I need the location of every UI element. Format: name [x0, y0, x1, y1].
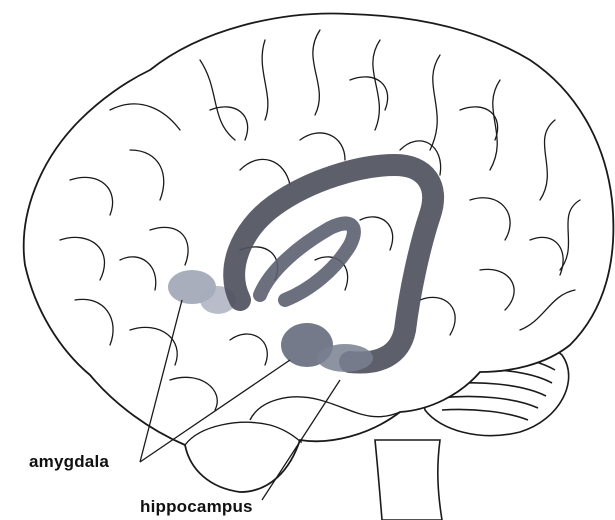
amygdala-label: amygdala — [29, 452, 109, 472]
hippocampus-label: hippocampus — [140, 497, 253, 517]
brainstem — [375, 440, 442, 520]
hippocampus-tail — [317, 344, 373, 372]
